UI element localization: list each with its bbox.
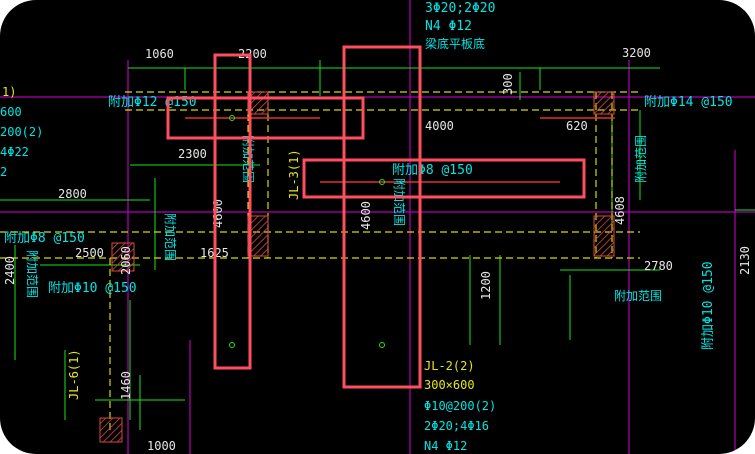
columns: [99, 91, 615, 443]
annotation-fanwei: 附加范围: [614, 289, 662, 303]
annotation-fanwei: 附加范围: [634, 135, 648, 183]
annotation-fanwei: 附加范围: [392, 178, 406, 226]
beam-n4-jl2: N4 Φ12: [424, 439, 467, 453]
annotation-phi10: 附加Φ10 @150: [48, 281, 137, 296]
node: [379, 179, 385, 185]
highlight-box: [302, 158, 586, 199]
annotation-fanwei: 附加范围: [163, 213, 177, 261]
top-note-line1: 3Φ20;2Φ20: [425, 1, 495, 16]
beam-label-jl2: JL-2(2): [424, 359, 475, 373]
rebar-lines: [185, 117, 615, 183]
dim-1060: 1060: [145, 47, 174, 61]
dim-4600-left: 4600: [211, 199, 225, 228]
node: [229, 342, 235, 348]
annotation-phi8-mid: 附加Φ8 @150: [392, 163, 473, 178]
dim-2400: 2400: [3, 256, 17, 285]
column: [593, 91, 615, 115]
dim-620: 620: [566, 119, 588, 133]
dim-1000: 1000: [147, 439, 176, 453]
left-note-1: 1): [2, 85, 16, 99]
dim-2800: 2800: [58, 187, 87, 201]
beam-bars-jl2: 2Φ20;4Φ16: [424, 419, 489, 433]
dim-4600-mid: 4600: [359, 201, 373, 230]
dim-2060: 2060: [119, 246, 133, 275]
column: [593, 215, 615, 257]
annotation-phi14: 附加Φ14 @150: [644, 95, 733, 110]
top-note-line3: 梁底平板底: [425, 36, 485, 51]
highlight-box: [166, 96, 365, 140]
annotation-fanwei: 附加范围: [241, 135, 255, 183]
dim-2500: 2500: [75, 246, 104, 260]
column: [99, 417, 123, 443]
beam-outlines: [0, 91, 640, 430]
dim-2200: 2200: [238, 47, 267, 61]
beam-size-jl2: 300×600: [424, 378, 475, 392]
column: [247, 215, 269, 257]
highlight-box: [213, 53, 252, 370]
left-note-5: 2: [0, 165, 7, 179]
node: [229, 115, 235, 121]
annotation-fanwei: 附加范围: [25, 250, 39, 298]
left-note-3: 200(2): [0, 125, 43, 139]
column: [111, 242, 135, 272]
dim-1200: 1200: [479, 271, 493, 300]
highlight-boxes: [166, 45, 586, 389]
dim-2130: 2130: [738, 246, 752, 275]
dim-3200: 3200: [622, 46, 651, 60]
annotation-phi8-left: 附加Φ8 @150: [4, 231, 85, 246]
dim-2300: 2300: [178, 147, 207, 161]
dim-2780: 2780: [644, 259, 673, 273]
beam-label-jl3: JL-3(1): [287, 149, 301, 200]
dim-4000: 4000: [425, 119, 454, 133]
highlight-box: [342, 45, 422, 389]
dim-4608: 4608: [613, 196, 627, 225]
dim-1460: 1460: [119, 371, 133, 400]
beam-label-jl6: JL-6(1): [67, 349, 81, 400]
annotation-phi10-right: 附加Φ10 @150: [701, 261, 716, 350]
beam-stirrup-jl2: Φ10@200(2): [424, 399, 496, 413]
node: [379, 342, 385, 348]
top-note-line2: N4 Φ12: [425, 19, 472, 34]
left-note-4: 4Φ22: [0, 145, 29, 159]
left-note-2: 600: [0, 105, 22, 119]
dimension-lines: [0, 60, 755, 430]
dim-300: 300: [501, 73, 515, 95]
nodes: [229, 115, 385, 348]
